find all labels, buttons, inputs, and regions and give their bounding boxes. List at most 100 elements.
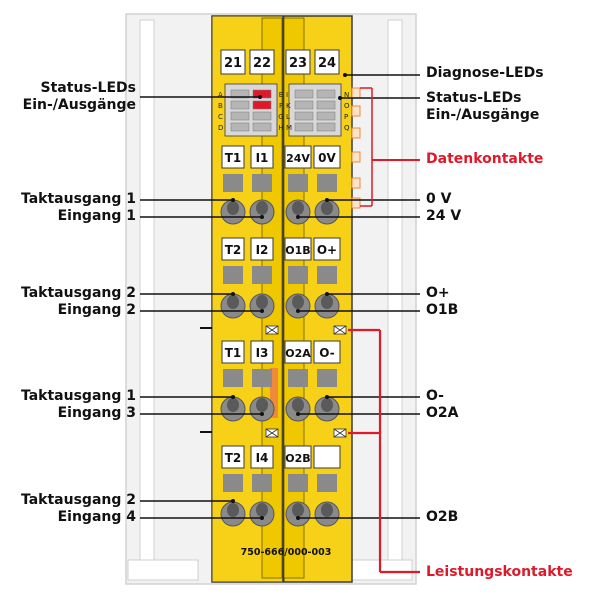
slot-label: T1 — [225, 151, 242, 165]
led — [252, 122, 272, 132]
slot-label: O+ — [317, 243, 337, 257]
led-letter: O — [344, 102, 350, 110]
callout-dot — [260, 215, 264, 219]
clamp-opening — [227, 295, 239, 309]
slot-label: I2 — [256, 243, 269, 257]
led-letter: E — [279, 91, 283, 99]
data-contact — [351, 127, 361, 139]
label-eingang-1: Eingang 1 — [57, 208, 136, 224]
slot-label-box — [284, 340, 312, 364]
slot-label-box — [221, 340, 245, 364]
led — [230, 111, 250, 121]
spring-slot — [252, 266, 272, 284]
slot-label-box — [284, 145, 312, 169]
led — [230, 89, 250, 99]
label-taktausgang-2a: Taktausgang 2 — [20, 285, 136, 301]
power-contact-mark — [265, 325, 279, 335]
slot-label: 24V — [286, 152, 310, 165]
callout-dot — [260, 412, 264, 416]
label-eingang-2: Eingang 2 — [57, 302, 136, 318]
clamp-opening — [292, 295, 304, 309]
callout-dot — [258, 95, 262, 99]
slot-label-box — [250, 145, 274, 169]
label-taktausgang-1a: Taktausgang 1 — [20, 191, 136, 207]
led-letter: H — [278, 124, 283, 132]
slot-label-box — [284, 445, 312, 469]
slot-label-box — [284, 237, 312, 261]
terminal-number-box — [285, 49, 311, 75]
led — [294, 111, 314, 121]
led-letter: F — [279, 102, 283, 110]
callout-dot — [325, 395, 329, 399]
clamp-opening — [256, 503, 268, 517]
label-leistungskontakte: Leistungskontakte — [426, 564, 573, 580]
slot-label-box — [221, 445, 245, 469]
spring-slot — [223, 369, 243, 387]
data-contact — [351, 87, 361, 99]
terminal-number: 21 — [224, 56, 242, 71]
led-letter: D — [218, 124, 223, 132]
slot-label-box — [250, 445, 274, 469]
spring-slot — [252, 474, 272, 492]
label-taktausgang-2b: Taktausgang 2 — [20, 492, 136, 508]
callout-dot — [338, 96, 342, 100]
slot-label: T2 — [225, 451, 242, 465]
callout-dot — [325, 198, 329, 202]
led — [316, 122, 336, 132]
label-datenkontakte: Datenkontakte — [426, 151, 544, 167]
clamp-opening — [292, 398, 304, 412]
label-24v: 24 V — [426, 208, 462, 224]
label-eingang-3: Eingang 3 — [57, 405, 136, 421]
clamp-opening — [292, 503, 304, 517]
slot-label-box — [313, 340, 341, 364]
slot-label-box — [313, 445, 341, 469]
label-eingang-4: Eingang 4 — [57, 509, 136, 525]
terminal-number-box — [220, 49, 246, 75]
label-status-leds-right: Status-LEDs — [426, 90, 522, 106]
led — [252, 100, 272, 110]
spring-slot — [288, 174, 308, 192]
terminal-number: 24 — [318, 56, 336, 71]
label-taktausgang-1b: Taktausgang 1 — [20, 388, 136, 404]
clamp-opening — [321, 295, 333, 309]
data-contact — [351, 177, 361, 189]
spring-slot — [252, 369, 272, 387]
slot-label-box — [250, 340, 274, 364]
spring-slot — [317, 474, 337, 492]
callout-dot — [296, 215, 300, 219]
slot-label: O2A — [285, 347, 311, 360]
spring-slot — [288, 474, 308, 492]
spring-slot — [223, 174, 243, 192]
led-letter: Q — [344, 124, 350, 132]
led-letter: P — [344, 113, 348, 121]
label-status-leds-left: Status-LEDs — [40, 80, 136, 96]
spring-slot — [317, 369, 337, 387]
label-o-plus: O+ — [426, 285, 450, 301]
label-o2b: O2B — [426, 509, 459, 525]
callout-dot — [260, 309, 264, 313]
clamp-opening — [256, 295, 268, 309]
terminal-number: 22 — [253, 56, 271, 71]
led-letter: A — [218, 91, 223, 99]
callout-dot — [343, 73, 347, 77]
slot-label: O2B — [285, 452, 310, 465]
led-letter: B — [218, 102, 223, 110]
terminal-number-box — [314, 49, 340, 75]
callout-dot — [296, 412, 300, 416]
callout-dot — [231, 292, 235, 296]
power-contact-mark — [265, 428, 279, 438]
callout-dot — [231, 499, 235, 503]
clamp-opening — [321, 398, 333, 412]
led — [230, 100, 250, 110]
data-contact — [351, 105, 361, 117]
callout-dot — [260, 516, 264, 520]
callout-dot — [296, 516, 300, 520]
slot-label: 0V — [318, 151, 336, 165]
led — [316, 100, 336, 110]
slot-label-box — [250, 237, 274, 261]
spring-slot — [288, 266, 308, 284]
label-inout-right: Ein-/Ausgänge — [426, 107, 540, 123]
clamp-opening — [227, 398, 239, 412]
label-diagnose-leds: Diagnose-LEDs — [426, 65, 544, 81]
